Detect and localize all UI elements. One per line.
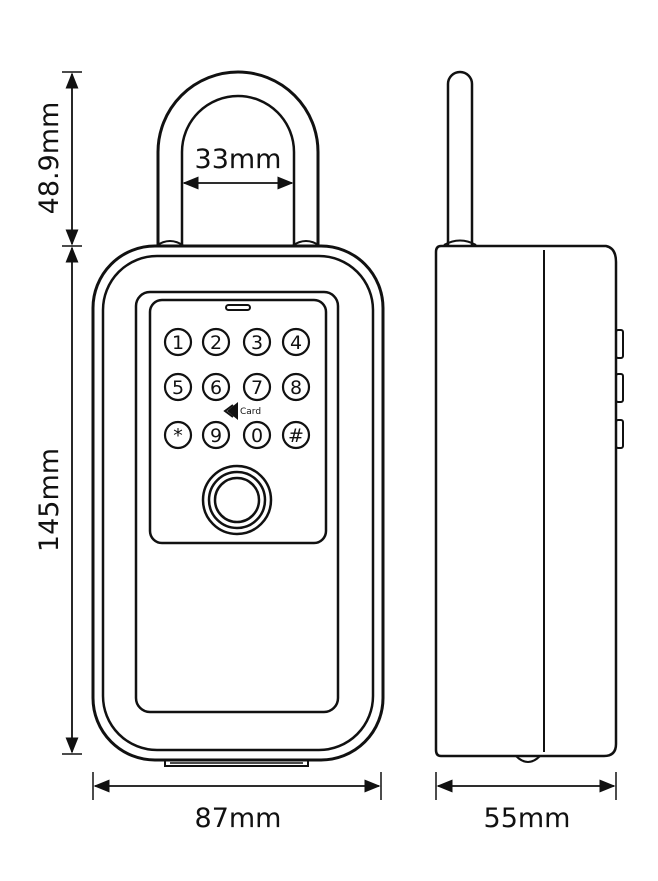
key-button[interactable]: * (163, 420, 193, 450)
key-button[interactable]: 5 (163, 372, 193, 402)
key-button[interactable]: 0 (242, 420, 272, 450)
key-label: 7 (251, 377, 263, 399)
key-button[interactable]: 4 (281, 327, 311, 357)
body-height-label: 145mm (34, 448, 65, 552)
shackle-width-label: 33mm (195, 144, 282, 175)
key-button[interactable]: # (281, 420, 311, 450)
indicator-light (225, 304, 251, 311)
key-label: 4 (290, 332, 302, 354)
key-label: 6 (210, 377, 222, 399)
card-label: Card (240, 407, 261, 417)
key-label: # (288, 425, 304, 447)
key-label: 0 (251, 425, 263, 447)
key-label: 3 (251, 332, 263, 354)
keypad-panel (148, 298, 328, 545)
key-button[interactable]: 7 (242, 372, 272, 402)
key-label: 9 (210, 425, 222, 447)
key-circle[interactable] (242, 372, 272, 402)
side-body (434, 244, 618, 758)
keypad-keys: 1 2 3 4 5 6 7 8 * 9 0 # (163, 327, 311, 450)
key-circle[interactable] (201, 372, 231, 402)
key-circle[interactable] (201, 420, 231, 450)
key-button[interactable]: 8 (281, 372, 311, 402)
depth-label: 55mm (484, 803, 571, 834)
card-reader-icon: Card (223, 402, 261, 420)
key-circle[interactable] (163, 372, 193, 402)
side-button-1[interactable] (615, 329, 624, 359)
side-shackle (446, 70, 474, 245)
key-circle[interactable] (281, 420, 311, 450)
key-label: 2 (210, 332, 222, 354)
side-bottom-bump (515, 755, 541, 763)
key-circle[interactable] (242, 327, 272, 357)
bottom-latch (164, 760, 309, 767)
dimension-labels: 48.9mm 145mm 33mm 87mm 55mm (34, 102, 570, 834)
key-button[interactable]: 1 (163, 327, 193, 357)
body-width-label: 87mm (195, 803, 282, 834)
key-circle[interactable] (163, 420, 193, 450)
dimension-lines (62, 71, 617, 800)
shackle-height-label: 48.9mm (34, 102, 65, 215)
key-label: 1 (172, 332, 184, 354)
front-view: 1 2 3 4 5 6 7 8 * 9 0 # Card (91, 70, 385, 767)
side-button-2[interactable] (615, 373, 624, 403)
front-cover-panel (134, 290, 340, 714)
key-button[interactable]: 9 (201, 420, 231, 450)
key-circle[interactable] (281, 327, 311, 357)
key-circle[interactable] (163, 327, 193, 357)
key-button[interactable]: 2 (201, 327, 231, 357)
key-label: 8 (290, 377, 302, 399)
lock-body-outer (91, 244, 385, 762)
side-view (434, 70, 624, 763)
key-circle[interactable] (242, 420, 272, 450)
key-circle[interactable] (201, 327, 231, 357)
lock-body-inner (101, 254, 375, 752)
fingerprint-sensor-icon[interactable] (201, 464, 273, 536)
key-button[interactable]: 6 (201, 372, 231, 402)
side-button-3[interactable] (615, 419, 624, 449)
key-label: * (173, 425, 183, 447)
key-circle[interactable] (281, 372, 311, 402)
key-button[interactable]: 3 (242, 327, 272, 357)
key-label: 5 (172, 377, 184, 399)
